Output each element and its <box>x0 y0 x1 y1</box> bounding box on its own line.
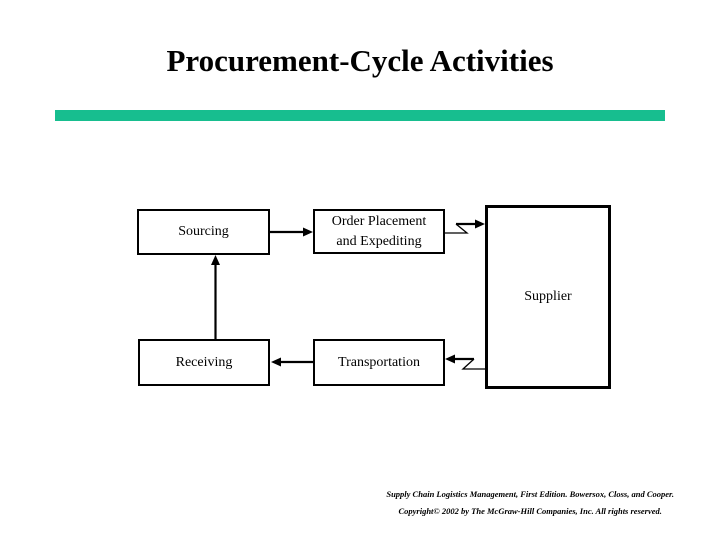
node-supplier: Supplier <box>485 205 611 389</box>
footer-citation-line2: Copyright© 2002 by The McGraw-Hill Compa… <box>398 505 662 516</box>
node-order-placement-label-line1: Order Placement <box>331 213 427 229</box>
footer-citation-line1: Supply Chain Logistics Management, First… <box>386 489 674 499</box>
arrow-supplier-to-transportation <box>445 354 485 370</box>
node-transportation: Transportation <box>313 339 445 386</box>
node-supplier-label: Supplier <box>524 289 572 304</box>
arrow-sourcing-to-order-placement <box>270 227 313 237</box>
node-sourcing-label: Sourcing <box>178 224 229 239</box>
node-transportation-label: Transportation <box>338 354 420 370</box>
arrow-receiving-to-sourcing <box>211 255 220 339</box>
arrow-order-placement-to-supplier <box>445 219 485 234</box>
footer-citation: Supply Chain Logistics Management, First… <box>386 486 674 519</box>
node-order-placement: Order Placement and Expediting <box>313 209 445 254</box>
node-receiving-label: Receiving <box>175 354 233 370</box>
node-sourcing: Sourcing <box>137 209 270 255</box>
slide-title: Procurement-Cycle Activities <box>166 43 554 78</box>
accent-divider-bar <box>55 110 665 121</box>
arrow-transportation-to-receiving <box>271 357 313 367</box>
node-order-placement-label-line2: and Expediting <box>336 233 422 249</box>
node-receiving: Receiving <box>138 339 270 386</box>
